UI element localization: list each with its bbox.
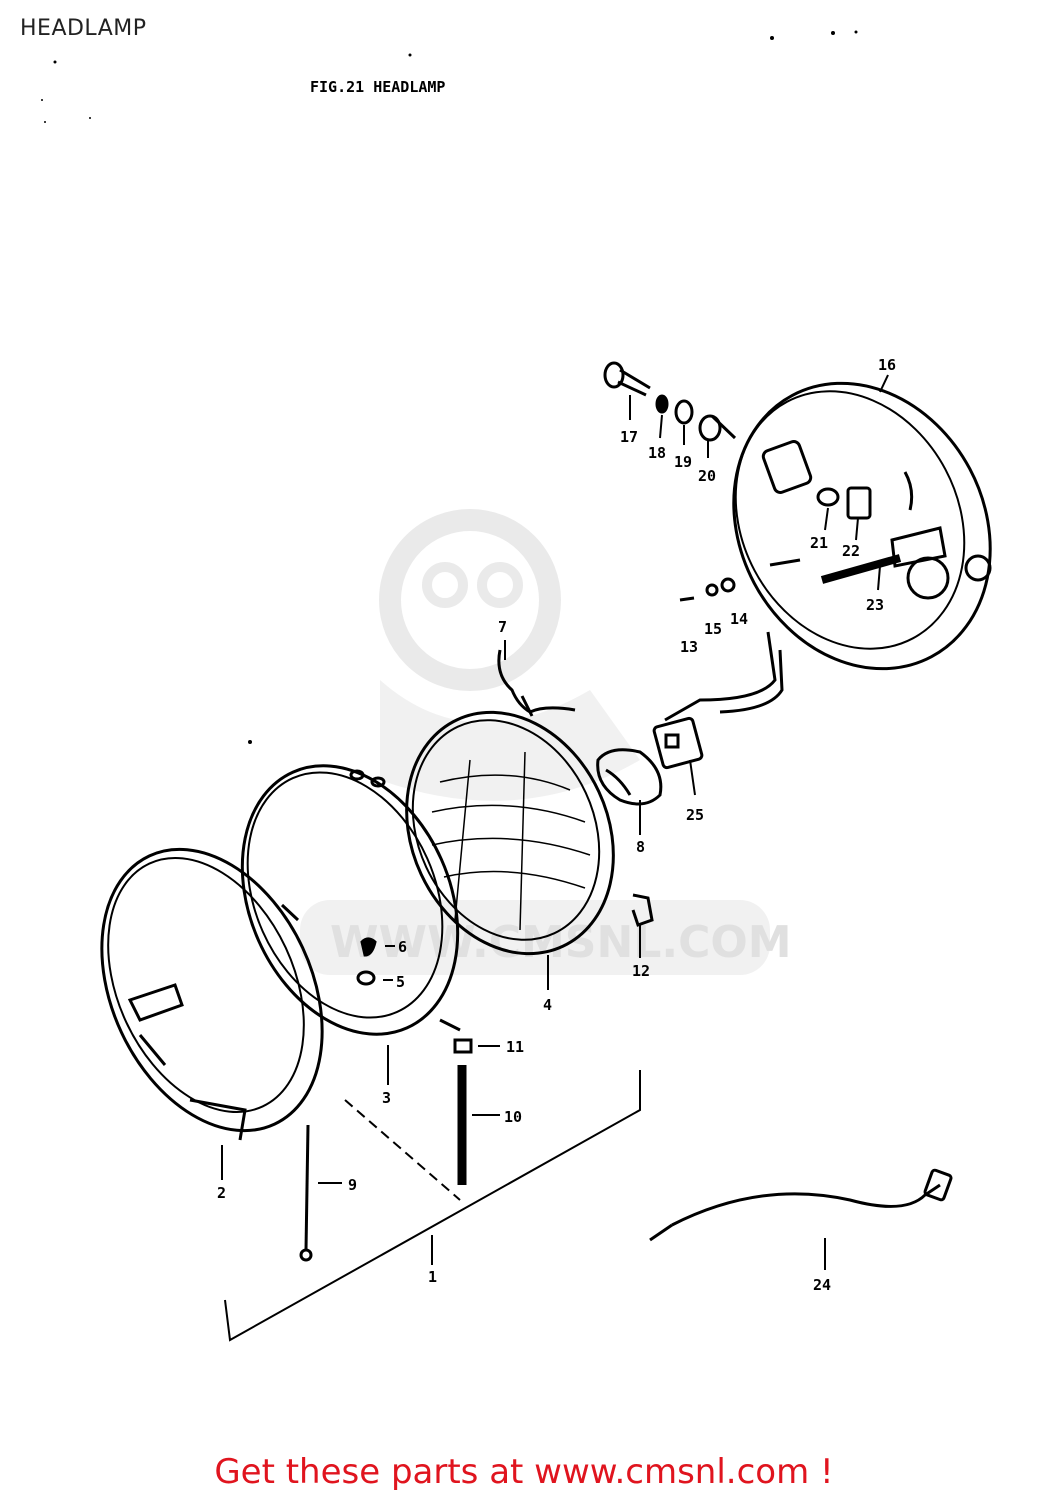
part-label-20: 20 (698, 467, 716, 485)
part-label-21: 21 (810, 534, 828, 552)
figure-title: FIG.21 HEADLAMP (310, 78, 445, 96)
part-label-8: 8 (636, 838, 645, 856)
rim-screw-nut (356, 937, 377, 986)
part-label-1: 1 (428, 1268, 437, 1286)
headlamp-lens-unit (405, 710, 615, 956)
screw-washer-nut (679, 577, 736, 602)
part-label-17: 17 (620, 428, 638, 446)
headlamp-bulb (596, 748, 663, 806)
get-parts-link[interactable]: Get these parts at www.cmsnl.com ! (214, 1452, 834, 1492)
part-label-24: 24 (813, 1276, 831, 1294)
retaining-clip (631, 893, 654, 927)
part-label-13: 13 (680, 638, 698, 656)
assembly-bracket (224, 1070, 641, 1342)
mounting-bolt-set (603, 361, 737, 442)
leader-lines (221, 374, 889, 1270)
part-label-5: 5 (396, 973, 405, 991)
scan-specks (41, 30, 858, 744)
wire-harness (649, 1168, 953, 1242)
part-label-10: 10 (504, 1108, 522, 1126)
part-label-23: 23 (866, 596, 884, 614)
inner-rim (240, 764, 461, 1036)
part-label-2: 2 (217, 1184, 226, 1202)
page-title: HEADLAMP (20, 16, 147, 41)
wiring-socket (652, 631, 784, 770)
part-label-4: 4 (543, 996, 552, 1014)
adjust-screw-spring (299, 1038, 473, 1262)
part-labels: 16 17 18 19 20 21 22 23 13 15 14 7 25 8 … (217, 356, 896, 1294)
wire-spring (497, 649, 576, 717)
part-label-22: 22 (842, 542, 860, 560)
part-label-11: 11 (506, 1038, 524, 1056)
part-label-3: 3 (382, 1089, 391, 1107)
outer-rim (100, 847, 324, 1141)
part-label-6: 6 (398, 938, 407, 956)
part-label-16: 16 (878, 356, 896, 374)
headlamp-housing (732, 381, 992, 671)
part-label-25: 25 (686, 806, 704, 824)
part-label-19: 19 (674, 453, 692, 471)
watermark-text: WWW.CMSNL.COM (330, 917, 792, 968)
part-label-18: 18 (648, 444, 666, 462)
part-label-12: 12 (632, 962, 650, 980)
part-label-15: 15 (704, 620, 722, 638)
part-label-7: 7 (498, 618, 507, 636)
part-label-9: 9 (348, 1176, 357, 1194)
part-label-14: 14 (730, 610, 748, 628)
